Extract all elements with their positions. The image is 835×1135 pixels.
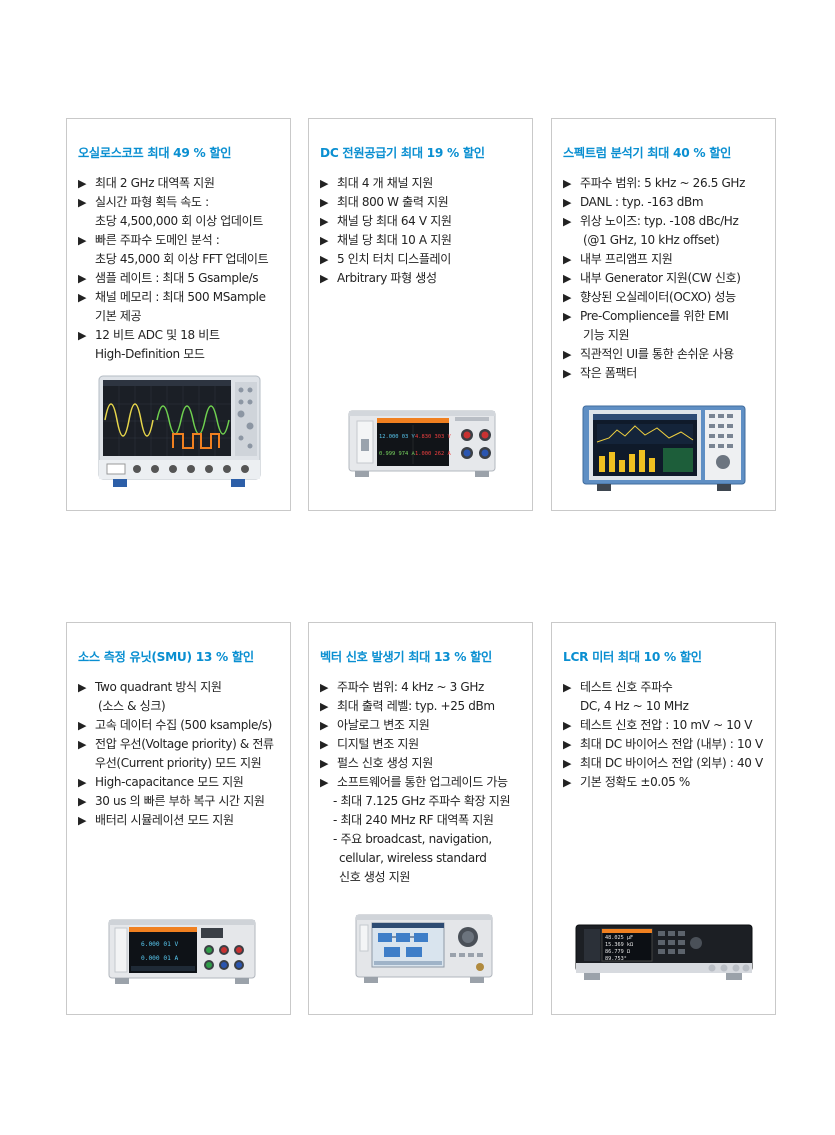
feature-item: 디지털 변조 지원 — [320, 735, 528, 754]
feature-item: 고속 데이터 수집 (500 ksample/s) — [78, 716, 286, 735]
feature-item: 테스트 신호 전압 : 10 mV ~ 10 V — [563, 716, 771, 735]
feature-item: 최대 800 W 출력 지원 — [320, 193, 528, 212]
display-reading: 1.000 262 A — [415, 451, 451, 457]
feature-item: 최대 출력 레벨: typ. +25 dBm — [320, 697, 528, 716]
product-card-lcr-meter: LCR 미터 최대 10 % 할인 테스트 신호 주파수 DC, 4 Hz ~ … — [551, 622, 776, 1015]
feature-item: 최대 DC 바이어스 전압 (내부) : 10 V — [563, 735, 771, 754]
feature-item: 실시간 파형 획득 속도 : — [78, 193, 286, 212]
card-title: DC 전원공급기 최대 19 % 할인 — [320, 146, 485, 160]
feature-item: 위상 노이즈: typ. -108 dBc/Hz — [563, 212, 771, 231]
feature-item: 채널 당 최대 10 A 지원 — [320, 231, 528, 250]
feature-item: Two quadrant 방식 지원 — [78, 678, 286, 697]
card-title: LCR 미터 최대 10 % 할인 — [563, 650, 702, 664]
feature-item-continuation: (@1 GHz, 10 kHz offset) — [583, 233, 720, 247]
feature-item: Arbitrary 파형 생성 — [320, 269, 528, 288]
feature-item: 직관적인 UI를 통한 손쉬운 사용 — [563, 345, 771, 364]
feature-item: 내부 프리앰프 지원 — [563, 250, 771, 269]
product-card-spectrum-analyzer: 스펙트럼 분석기 최대 40 % 할인 주파수 범위: 5 kHz ~ 26.5… — [551, 118, 776, 511]
feature-sub-item-continuation: 신호 생성 지원 — [339, 870, 411, 884]
display-reading: 0.000 01 A — [141, 955, 179, 962]
feature-item: 소프트웨어를 통한 업그레이드 가능 — [320, 773, 528, 792]
feature-item-continuation: DC, 4 Hz ~ 10 MHz — [580, 699, 689, 713]
feature-list: 테스트 신호 주파수 DC, 4 Hz ~ 10 MHz 테스트 신호 전압 :… — [563, 678, 771, 792]
feature-item: 5 인치 터치 디스플레이 — [320, 250, 528, 269]
oscilloscope-image — [97, 374, 262, 494]
feature-item-continuation: 기능 지원 — [583, 328, 630, 342]
feature-item: DANL : typ. -163 dBm — [563, 193, 771, 212]
feature-item: 내부 Generator 지원(CW 신호) — [563, 269, 771, 288]
smu-image: 6.000 01 V 0.000 01 A — [107, 918, 257, 986]
feature-item: 최대 4 개 채널 지원 — [320, 174, 528, 193]
card-title: 소스 측정 유닛(SMU) 13 % 할인 — [78, 650, 254, 664]
lcr-meter-image: 48.025 µF 15.369 kΩ 86.779 Ω 89.753° — [574, 921, 754, 983]
feature-item: 주파수 범위: 4 kHz ~ 3 GHz — [320, 678, 528, 697]
feature-sub-item: - 주요 broadcast, navigation, — [333, 832, 492, 846]
feature-item: 최대 DC 바이어스 전압 (외부) : 40 V — [563, 754, 771, 773]
feature-list: 주파수 범위: 5 kHz ~ 26.5 GHz DANL : typ. -16… — [563, 174, 771, 383]
feature-item: 아날로그 변조 지원 — [320, 716, 528, 735]
product-card-dc-power-supply: DC 전원공급기 최대 19 % 할인 최대 4 개 채널 지원 최대 800 … — [308, 118, 533, 511]
feature-item: 펄스 신호 생성 지원 — [320, 754, 528, 773]
spectrum-analyzer-image — [579, 402, 749, 494]
product-card-oscilloscope: 오실로스코프 최대 49 % 할인 최대 2 GHz 대역폭 지원 실시간 파형… — [66, 118, 291, 511]
display-reading: 48.025 µF — [605, 935, 633, 941]
feature-item: 테스트 신호 주파수 — [563, 678, 771, 697]
feature-sub-item-continuation: cellular, wireless standard — [339, 851, 487, 865]
feature-item: 최대 2 GHz 대역폭 지원 — [78, 174, 286, 193]
feature-list: 최대 4 개 채널 지원 최대 800 W 출력 지원 채널 당 최대 64 V… — [320, 174, 528, 288]
vector-signal-generator-image — [354, 913, 494, 987]
feature-item: 배터리 시뮬레이션 모드 지원 — [78, 811, 286, 830]
card-title: 벡터 신호 발생기 최대 13 % 할인 — [320, 650, 492, 664]
feature-item-continuation: (소스 & 싱크) — [98, 699, 166, 713]
feature-item: 기본 정확도 ±0.05 % — [563, 773, 771, 792]
feature-item: 채널 당 최대 64 V 지원 — [320, 212, 528, 231]
feature-list: 주파수 범위: 4 kHz ~ 3 GHz 최대 출력 레벨: typ. +25… — [320, 678, 528, 887]
display-reading: 12.000 03 V — [379, 434, 415, 440]
feature-item: 30 us 의 빠른 부하 복구 시간 지원 — [78, 792, 286, 811]
display-reading: 0.999 974 A — [379, 451, 415, 457]
feature-item-continuation: 초당 4,500,000 회 이상 업데이트 — [95, 214, 263, 228]
feature-list: 최대 2 GHz 대역폭 지원 실시간 파형 획득 속도 : 초당 4,500,… — [78, 174, 286, 364]
feature-item: 12 비트 ADC 및 18 비트 — [78, 326, 286, 345]
feature-item: 전압 우선(Voltage priority) & 전류 — [78, 735, 286, 754]
display-reading: 6.000 01 V — [141, 941, 179, 948]
feature-item-continuation: 초당 45,000 회 이상 FFT 업데이트 — [95, 252, 269, 266]
feature-list: Two quadrant 방식 지원 (소스 & 싱크) 고속 데이터 수집 (… — [78, 678, 286, 830]
feature-item-continuation: 기본 제공 — [95, 309, 142, 323]
feature-item-continuation: 우선(Current priority) 모드 지원 — [95, 756, 262, 770]
display-reading: 89.753° — [605, 956, 627, 962]
dc-power-supply-image: 12.000 03 V 4.830 303 V 0.999 974 A 1.00… — [347, 409, 497, 481]
feature-item-continuation: High-Definition 모드 — [95, 347, 205, 361]
feature-item: 향상된 오실레이터(OCXO) 성능 — [563, 288, 771, 307]
feature-item: 채널 메모리 : 최대 500 MSample — [78, 288, 286, 307]
display-reading: 4.830 303 V — [415, 434, 451, 440]
feature-item: Pre-Complience를 위한 EMI — [563, 307, 771, 326]
feature-item: 빠른 주파수 도메인 분석 : — [78, 231, 286, 250]
feature-item: 샘플 레이트 : 최대 5 Gsample/s — [78, 269, 286, 288]
product-card-smu: 소스 측정 유닛(SMU) 13 % 할인 Two quadrant 방식 지원… — [66, 622, 291, 1015]
feature-sub-item: - 최대 240 MHz RF 대역폭 지원 — [333, 813, 494, 827]
card-title: 오실로스코프 최대 49 % 할인 — [78, 146, 232, 160]
feature-item: 작은 폼팩터 — [563, 364, 771, 383]
card-title: 스펙트럼 분석기 최대 40 % 할인 — [563, 146, 732, 160]
feature-item: 주파수 범위: 5 kHz ~ 26.5 GHz — [563, 174, 771, 193]
feature-sub-item: - 최대 7.125 GHz 주파수 확장 지원 — [333, 794, 511, 808]
feature-item: High-capacitance 모드 지원 — [78, 773, 286, 792]
display-reading: 86.779 Ω — [605, 949, 630, 955]
display-reading: 15.369 kΩ — [605, 942, 633, 948]
product-card-vector-signal-generator: 벡터 신호 발생기 최대 13 % 할인 주파수 범위: 4 kHz ~ 3 G… — [308, 622, 533, 1015]
